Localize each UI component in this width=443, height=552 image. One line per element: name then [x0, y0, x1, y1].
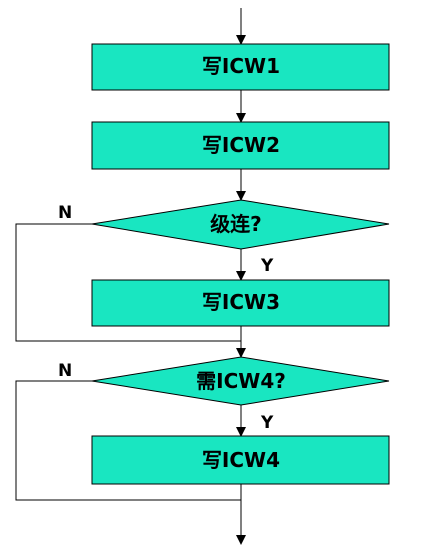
step-write-icw4-box — [91, 435, 390, 485]
step-write-icw2-label: 写ICW2 — [202, 133, 280, 157]
cascade-no-label: N — [58, 203, 72, 223]
need-icw4-no-path — [15, 380, 241, 501]
step-write-icw3-label: 写ICW3 — [202, 290, 280, 314]
step-write-icw3-box — [91, 279, 390, 327]
step-write-icw4-label: 写ICW4 — [202, 448, 280, 472]
step-write-icw2-box — [91, 121, 390, 170]
step-write-icw1-label: 写ICW1 — [202, 54, 280, 78]
need-icw4-no-label: N — [58, 361, 72, 381]
decision-cascade-label: 级连? — [210, 212, 262, 236]
need-icw4-yes-label: Y — [260, 413, 274, 433]
decision-need-icw4-label: 需ICW4? — [196, 369, 286, 393]
cascade-yes-label: Y — [260, 256, 274, 276]
cascade-no-path — [15, 223, 241, 342]
